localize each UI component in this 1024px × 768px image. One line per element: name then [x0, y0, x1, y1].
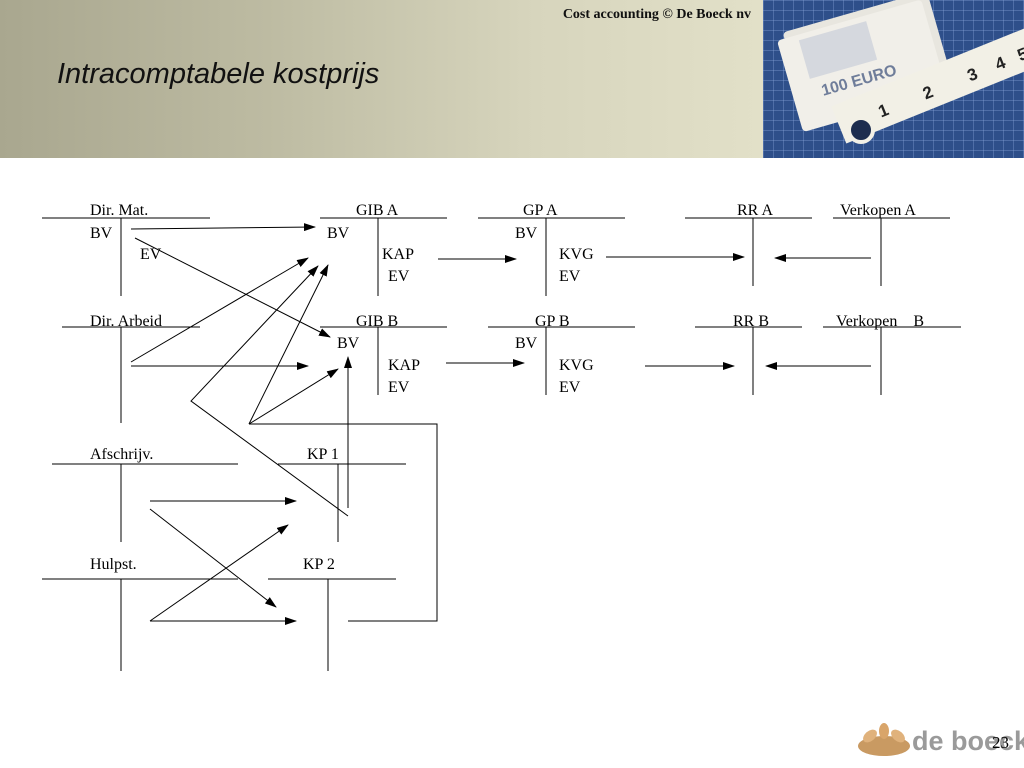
entry-label: BV	[515, 335, 538, 352]
t-account-verkopen-a: Verkopen A	[833, 202, 950, 286]
t-account-hulpst: Hulpst.	[42, 556, 238, 671]
entry-label: EV	[388, 268, 410, 285]
account-title-dir-mat: Dir. Mat.	[90, 202, 148, 219]
header-photo-euro-ruler: 100 EURO 1 2 3 4 5	[763, 0, 1024, 158]
de-boeck-logo-text: de boeck	[912, 726, 1024, 756]
account-title-gp-b: GP B	[535, 313, 570, 330]
account-title-verkopen-a: Verkopen A	[840, 202, 916, 219]
account-title-gp-a: GP A	[523, 202, 558, 219]
entry-label: EV	[559, 268, 581, 285]
account-title-kp2: KP 2	[303, 556, 335, 573]
t-account-dir-arbeid: Dir. Arbeid	[62, 313, 200, 423]
t-account-gib-a: GIB A BV KAP EV	[320, 202, 447, 296]
arrow-kp1-to-giba	[190, 265, 349, 517]
arrow-afschrijv-to-kp2	[149, 508, 277, 608]
t-account-verkopen-b: Verkopen B	[823, 313, 961, 395]
ruler-digit: 5	[1015, 44, 1024, 65]
account-title-hulpst: Hulpst.	[90, 556, 137, 573]
kp2-return-line	[249, 423, 438, 622]
account-title-kp1: KP 1	[307, 446, 339, 463]
entry-label: BV	[90, 225, 113, 242]
account-title-rr-b: RR B	[733, 313, 769, 330]
entry-label: BV	[337, 335, 360, 352]
account-title-gib-b: GIB B	[356, 313, 398, 330]
account-title-dir-arbeid: Dir. Arbeid	[90, 313, 162, 330]
account-title-verkopen-b: Verkopen B	[836, 313, 924, 330]
account-title-gib-a: GIB A	[356, 202, 399, 219]
de-boeck-logo-icon	[858, 723, 910, 756]
arrow-kp2-return-to-giba	[248, 264, 329, 425]
t-account-gp-a: GP A BV KVG EV	[478, 202, 625, 296]
t-account-kp1: KP 1	[278, 446, 406, 542]
t-account-rr-b: RR B	[695, 313, 802, 395]
arrow-dirmat-to-gibb	[134, 237, 331, 338]
entry-label: EV	[140, 246, 162, 263]
entry-label: KAP	[382, 246, 414, 263]
copyright-text: Cost accounting © De Boeck nv	[562, 7, 751, 22]
t-account-gib-b: GIB B BV KAP EV	[320, 313, 447, 396]
flow-arrows	[130, 223, 871, 625]
page-number: 23	[992, 733, 1009, 752]
entry-label: KAP	[388, 357, 420, 374]
arrow-dirmat-to-giba	[130, 223, 316, 232]
t-account-dir-mat: Dir. Mat. BV EV	[42, 202, 210, 296]
entry-label: EV	[559, 379, 581, 396]
t-account-kp2: KP 2	[268, 556, 396, 671]
entry-label: BV	[327, 225, 350, 242]
t-account-gp-b: GP B BV KVG EV	[488, 313, 635, 396]
entry-label: KVG	[559, 357, 594, 374]
entry-label: EV	[388, 379, 410, 396]
ruler-image: 1 2 3 4 5	[831, 20, 1024, 144]
arrow-hulpst-to-kp1	[149, 524, 289, 622]
t-account-rr-a: RR A	[685, 202, 812, 286]
page-title: Intracomptabele kostprijs	[57, 58, 380, 90]
account-title-afschrijv: Afschrijv.	[90, 446, 153, 463]
arrow-kp2-return-to-gibb	[248, 368, 339, 425]
header-banner	[0, 0, 763, 158]
arrow-dirarbeid-to-giba	[130, 257, 309, 363]
entry-label: KVG	[559, 246, 594, 263]
t-account-afschrijv: Afschrijv.	[52, 446, 238, 542]
entry-label: BV	[515, 225, 538, 242]
account-title-rr-a: RR A	[737, 202, 773, 219]
